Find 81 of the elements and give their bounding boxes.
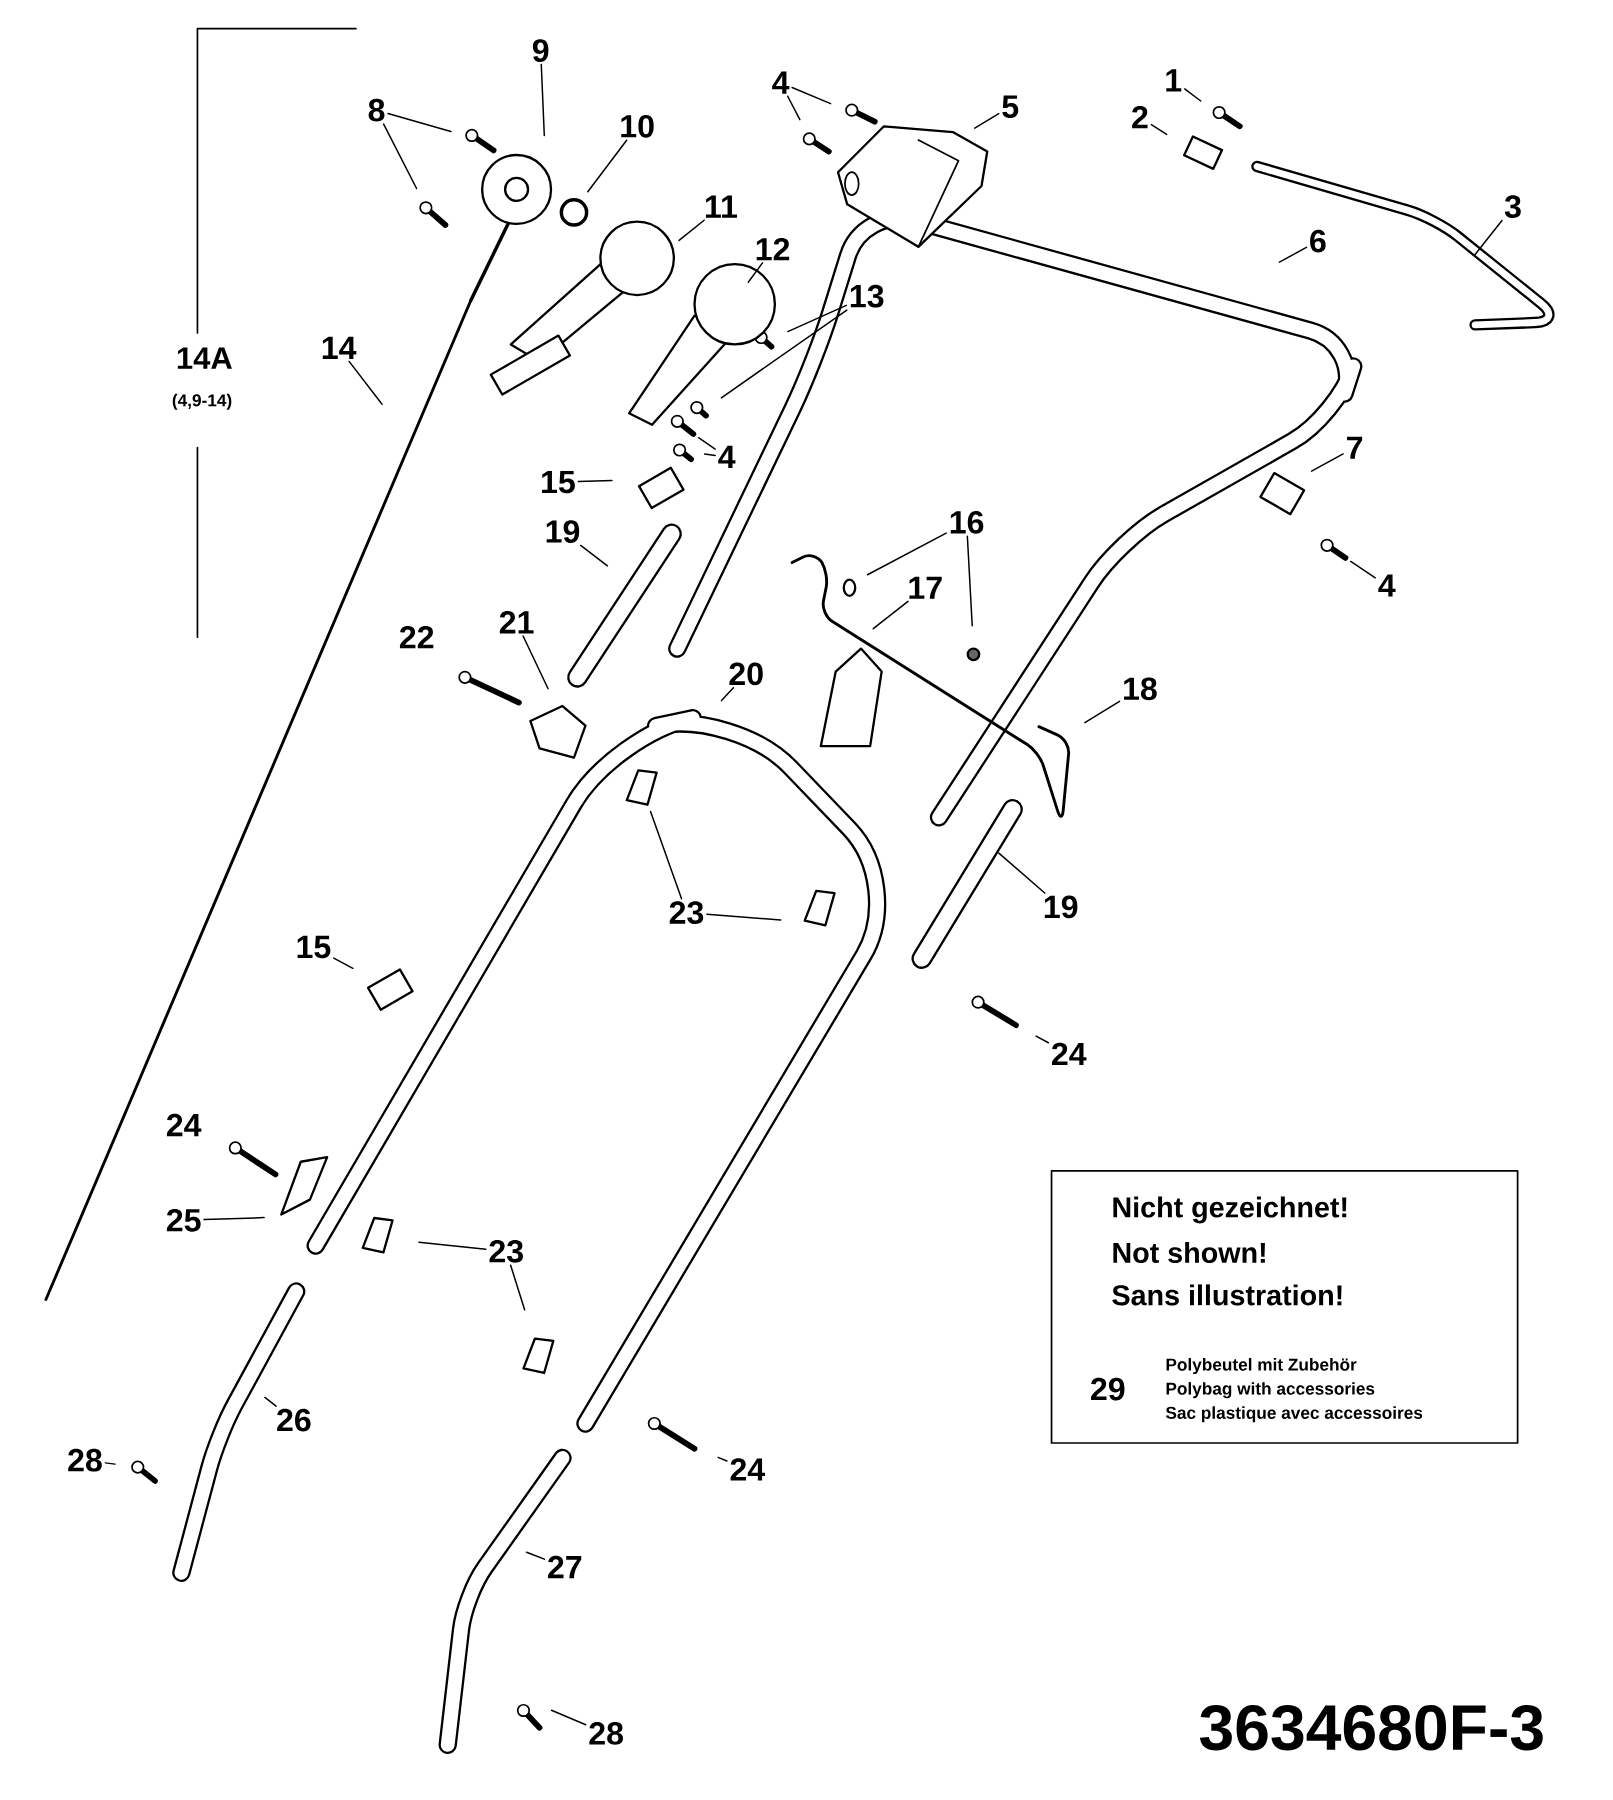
leader-line xyxy=(1310,453,1344,472)
leader-line xyxy=(1150,123,1168,136)
callout-number: 6 xyxy=(1310,229,1326,253)
callout-number: 19 xyxy=(1044,895,1078,919)
callout-number: 12 xyxy=(756,237,790,261)
callout-number: 27 xyxy=(548,1555,582,1579)
leader-line xyxy=(525,1551,546,1560)
callout-number: 13 xyxy=(850,284,884,308)
leader-line xyxy=(720,687,735,702)
leader-line xyxy=(382,123,418,190)
callout-number: 8 xyxy=(368,98,385,122)
leader-line xyxy=(1473,219,1503,256)
callout-number: 11 xyxy=(706,195,738,218)
callout-number: 18 xyxy=(1124,677,1157,701)
callout-number: 17 xyxy=(909,576,942,599)
callout-number: 4 xyxy=(772,71,790,94)
callout-number: 2 xyxy=(1132,105,1148,129)
callout-number: 20 xyxy=(729,662,763,686)
leader-line xyxy=(522,635,549,690)
callout-number: 15 xyxy=(542,470,575,494)
leader-line xyxy=(974,112,1000,129)
leader-line xyxy=(348,360,383,405)
callout-number: 4 xyxy=(718,445,736,468)
callout-number: 4 xyxy=(1378,574,1396,597)
leader-line xyxy=(678,219,705,242)
leader-line xyxy=(704,453,716,457)
leader-line xyxy=(717,1456,728,1462)
leader-line xyxy=(1350,560,1377,579)
leader-line xyxy=(720,309,848,399)
callout-number: 28 xyxy=(589,1722,624,1745)
callout-number: 23 xyxy=(669,901,704,925)
leader-line xyxy=(540,63,546,137)
leader-line xyxy=(577,479,613,483)
leader-line xyxy=(787,95,801,121)
callout-number: 14 xyxy=(322,336,357,359)
callout-number: 24 xyxy=(1052,1042,1087,1066)
leader-line xyxy=(649,810,683,900)
callout-number: 24 xyxy=(167,1113,202,1137)
callout-number: 21 xyxy=(499,611,534,634)
callout-number: 23 xyxy=(489,1239,523,1263)
leader-line xyxy=(203,1216,265,1221)
leader-line xyxy=(104,1462,116,1465)
leader-line xyxy=(550,1709,587,1726)
callout-number: 15 xyxy=(297,935,331,959)
callout-number: 5 xyxy=(1002,95,1019,118)
leader-line xyxy=(1035,1035,1050,1044)
leader-line xyxy=(333,957,354,970)
leader-line xyxy=(791,86,832,105)
leader-line xyxy=(966,535,974,627)
callout-number: 7 xyxy=(1347,436,1363,459)
leader-line xyxy=(509,1264,526,1311)
callout-number: 16 xyxy=(950,510,984,534)
leader-line xyxy=(1184,88,1202,102)
callout-number: 9 xyxy=(532,39,549,62)
callout-number: 1 xyxy=(1166,69,1182,92)
leader-line xyxy=(787,304,848,333)
note-box: Nicht gezeichnet! Not shown! Sans illustration! 29 Polybeutel mit Zubehör Polybag with accessories Sac plastique avec accessoires xyxy=(1050,1170,1519,1444)
leader-line xyxy=(747,262,764,283)
callout-number: 24 xyxy=(730,1458,766,1481)
drawing-number: 3634680F-3 xyxy=(1200,1704,1543,1751)
leader-line xyxy=(580,544,609,567)
callout-number: 28 xyxy=(68,1448,102,1472)
leader-line xyxy=(697,436,716,450)
callout-number: 25 xyxy=(167,1208,201,1232)
leader-line xyxy=(264,1396,277,1407)
leader-line xyxy=(1084,700,1121,724)
callout-number: 22 xyxy=(400,625,434,649)
leader-line xyxy=(872,600,909,630)
assembly-contents: (4,9-14) xyxy=(172,393,232,410)
leader-line xyxy=(587,139,628,193)
leader-line xyxy=(706,913,782,921)
callout-number: 3 xyxy=(1504,195,1521,219)
leader-line xyxy=(418,1241,487,1250)
leader-line xyxy=(998,852,1046,894)
assembly-number: 14A xyxy=(177,347,232,369)
callout-number: 19 xyxy=(546,520,580,543)
leader-line xyxy=(866,532,947,576)
callout-number: 10 xyxy=(621,114,654,138)
leader-line xyxy=(1278,246,1308,263)
callout-number: 26 xyxy=(277,1408,311,1432)
leader-line xyxy=(387,112,452,133)
